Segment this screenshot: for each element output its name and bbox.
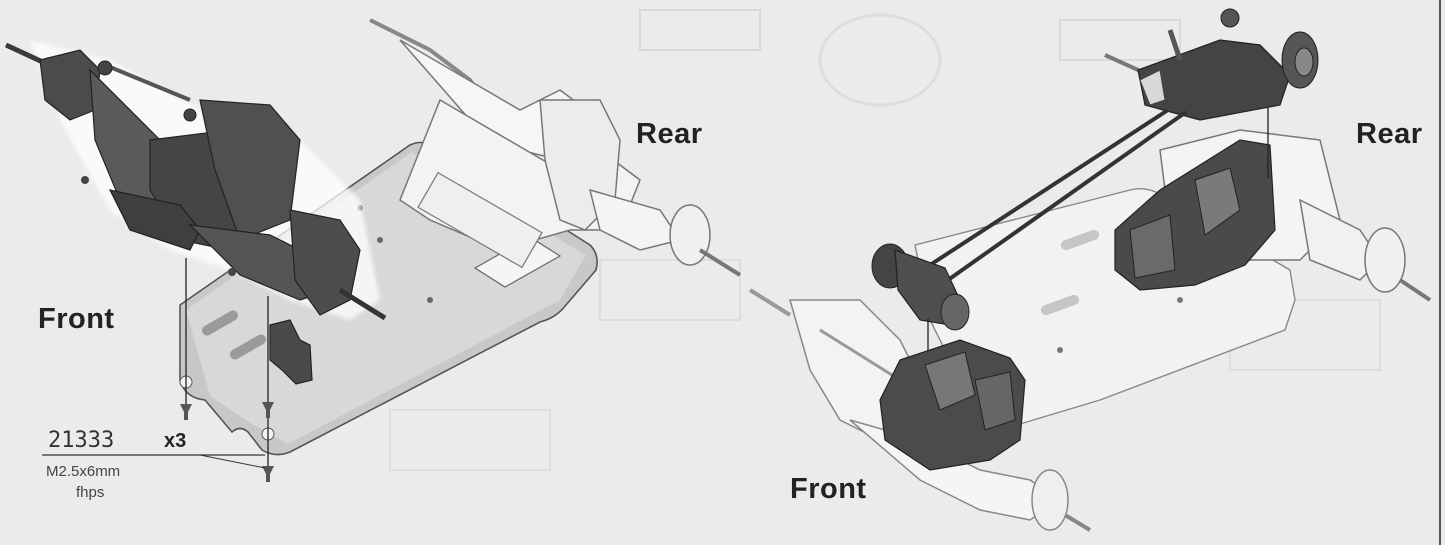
left-front-label: Front: [38, 303, 115, 335]
left-front-dark-assembly: [4, 40, 387, 321]
right-front-dark-bulkhead: [879, 339, 1026, 471]
screw-icon: [180, 404, 192, 420]
hardware-part-number: 21333: [48, 428, 114, 453]
hardware-quantity: x3: [164, 430, 186, 452]
right-rear-label: Rear: [1356, 118, 1423, 150]
hardware-type: fhps: [76, 484, 104, 501]
left-assembly: 21333 x3 M2.5x6mm fhps Front Rear: [4, 18, 742, 501]
screw-icon: [262, 466, 274, 482]
right-center-diff-unit: [1137, 8, 1319, 121]
hardware-callout: 21333 x3 M2.5x6mm fhps: [42, 428, 266, 501]
left-mounting-hardware: [180, 258, 313, 482]
right-rear-dark-gearbox: [1114, 95, 1276, 291]
left-rear-label: Rear: [636, 118, 703, 150]
right-assembly: Front Rear: [748, 8, 1432, 532]
right-front-diff: [871, 243, 970, 372]
background-ghost-artwork: [389, 9, 1381, 471]
right-front-label: Front: [790, 473, 867, 505]
left-rear-light-parts: [369, 18, 742, 277]
screw-icon: [262, 402, 274, 418]
right-driveshafts: [928, 108, 1188, 282]
hardware-size: M2.5x6mm: [46, 463, 120, 480]
